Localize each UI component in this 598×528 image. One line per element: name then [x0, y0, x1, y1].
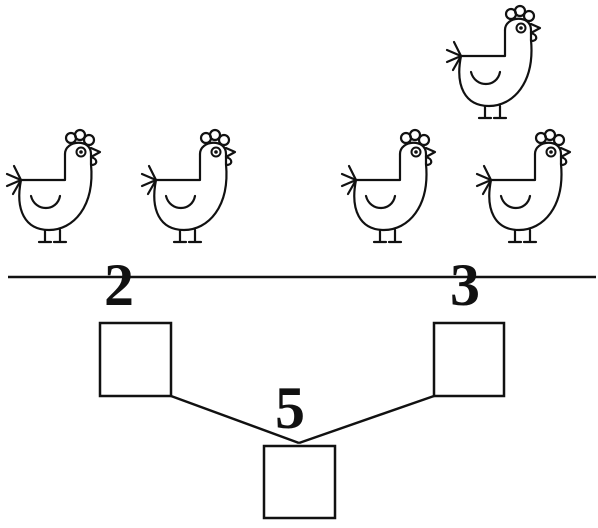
total-number: 5	[275, 375, 305, 441]
chicken-icon	[340, 128, 437, 244]
left-group-number: 2	[104, 252, 134, 318]
chicken-icon	[475, 128, 572, 244]
connector-line-left	[170, 394, 300, 445]
chicken-icon	[140, 128, 237, 244]
answer-box-left[interactable]	[98, 321, 173, 398]
answer-box-total[interactable]	[262, 444, 337, 520]
chicken-icon	[445, 4, 542, 120]
chicken-icon	[5, 128, 102, 244]
answer-box-right[interactable]	[432, 321, 506, 398]
connector-line-right	[298, 394, 435, 445]
right-group-number: 3	[450, 252, 480, 318]
